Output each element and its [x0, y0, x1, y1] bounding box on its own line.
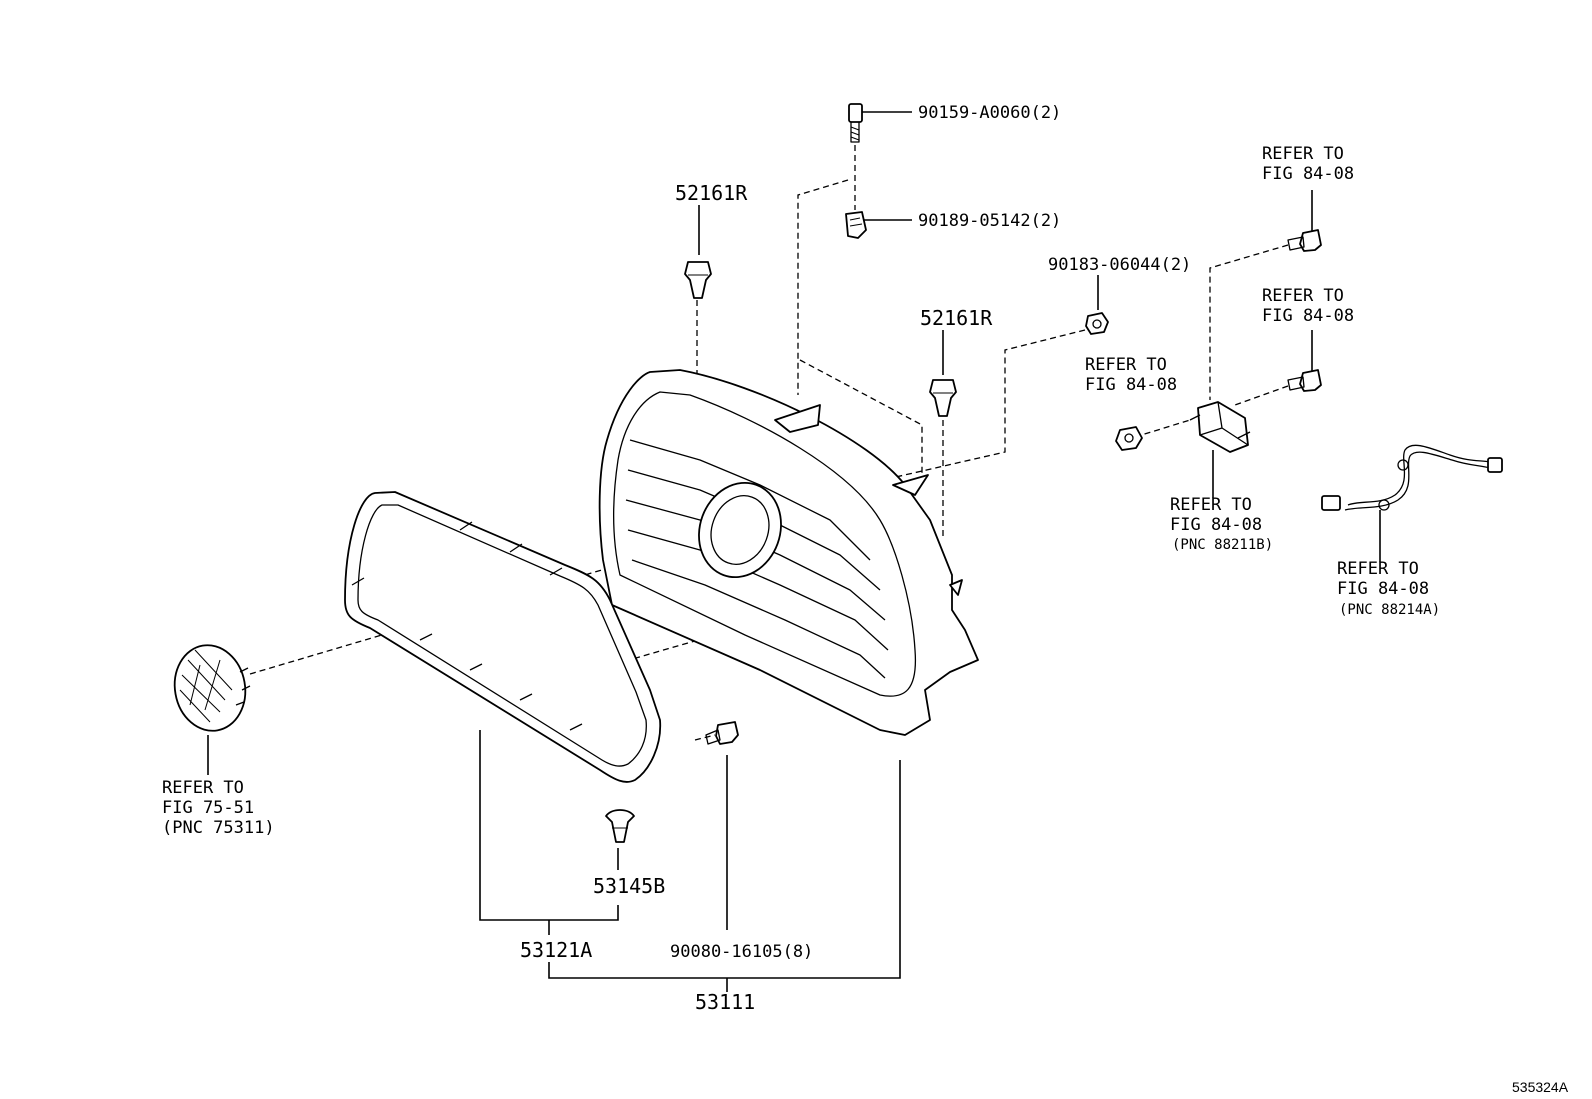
clip-icon: [684, 261, 712, 299]
grille-assembly-icon: [598, 369, 979, 736]
nut-icon: [1085, 312, 1109, 335]
reference-label: REFER TO: [1337, 559, 1419, 579]
reference-label: FIG 75-51: [162, 798, 254, 818]
grille-surround-icon: [344, 491, 662, 783]
reference-label: REFER TO: [1085, 355, 1167, 375]
part-number-label: 52161R: [920, 306, 993, 330]
reference-label: REFER TO: [1170, 495, 1252, 515]
part-number-label: 53121A: [520, 938, 592, 962]
wire-harness-icon: [1321, 444, 1503, 511]
bolt-icon: [848, 103, 863, 143]
part-number-label: 53145B: [593, 874, 665, 898]
reference-label: FIG 84-08: [1085, 375, 1177, 395]
clip-icon: [929, 379, 957, 417]
reference-label: FIG 84-08: [1337, 579, 1429, 599]
part-number-label: 90080-16105(8): [670, 942, 813, 962]
reference-label: REFER TO: [1262, 286, 1344, 306]
sensor-icon: [1189, 401, 1251, 453]
emblem-icon: [173, 644, 251, 732]
bolt-icon: [1287, 229, 1322, 252]
diagram-id-label: 535324A: [1512, 1079, 1569, 1095]
part-number-label: 90183-06044(2): [1048, 255, 1191, 275]
part-number-label: 90159-A0060(2): [918, 103, 1061, 123]
push-clip-icon: [605, 809, 635, 843]
reference-label: (PNC 88214A): [1339, 602, 1440, 618]
reference-label: (PNC 75311): [162, 818, 275, 838]
nut-icon: [1115, 426, 1143, 451]
reference-label: REFER TO: [1262, 144, 1344, 164]
reference-label: (PNC 88211B): [1172, 537, 1273, 553]
bolt-icon: [1287, 369, 1322, 392]
screw-icon: [705, 721, 739, 745]
part-number-label: 53111: [695, 990, 755, 1014]
reference-label: FIG 84-08: [1262, 306, 1354, 326]
part-number-label: 90189-05142(2): [918, 211, 1061, 231]
nut-clip-icon: [845, 211, 867, 239]
reference-label: FIG 84-08: [1170, 515, 1262, 535]
reference-label: REFER TO: [162, 778, 244, 798]
reference-label: FIG 84-08: [1262, 164, 1354, 184]
part-number-label: 52161R: [675, 181, 748, 205]
